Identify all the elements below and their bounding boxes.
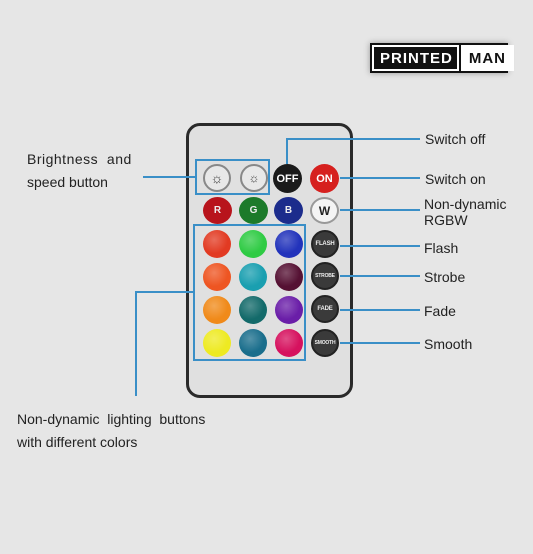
- w-label: W: [318, 203, 331, 218]
- switch-on-leader: [340, 177, 420, 179]
- green-button[interactable]: G: [239, 197, 268, 224]
- switch-off-leader-h: [286, 138, 420, 140]
- flash-leader: [340, 245, 420, 247]
- rgbw-annotation: Non-dynamic RGBW: [424, 195, 506, 229]
- brightness-annotation-line2: speed button: [27, 174, 108, 191]
- rgbw-annotation-line1: Non-dynamic: [424, 196, 507, 212]
- white-button[interactable]: W: [310, 197, 339, 224]
- lighting-annotation: Non-dynamic lighting buttons with differ…: [17, 410, 205, 451]
- b-label: B: [284, 205, 293, 216]
- lighting-leader-v: [135, 291, 137, 396]
- off-button[interactable]: OFF: [273, 164, 302, 193]
- g-label: G: [249, 205, 258, 216]
- fade-label: FADE: [317, 306, 333, 312]
- logo-text-man: MAN: [460, 45, 515, 71]
- brightness-annotation: Brightness and speed button: [27, 150, 132, 191]
- color-button[interactable]: [275, 263, 303, 291]
- red-button[interactable]: R: [203, 197, 232, 224]
- brightness-down-button[interactable]: ☼: [240, 164, 268, 192]
- flash-annotation: Flash: [424, 240, 459, 256]
- fade-annotation: Fade: [424, 303, 456, 319]
- smooth-label: SMOOTH: [314, 340, 336, 346]
- color-button[interactable]: [239, 230, 267, 258]
- smooth-leader: [340, 342, 420, 344]
- switch-off-leader-v: [286, 138, 288, 164]
- lighting-leader-h: [135, 291, 194, 293]
- color-button[interactable]: [275, 230, 303, 258]
- color-button[interactable]: [275, 296, 303, 324]
- on-label: ON: [316, 172, 333, 185]
- off-label: OFF: [276, 172, 299, 185]
- strobe-annotation: Strobe: [424, 269, 466, 285]
- smooth-annotation: Smooth: [424, 336, 473, 352]
- rgbw-leader: [340, 209, 420, 211]
- strobe-leader: [340, 275, 420, 277]
- color-button[interactable]: [239, 329, 267, 357]
- flash-label: FLASH: [315, 241, 335, 247]
- lighting-annotation-line2: with different colors: [17, 434, 138, 451]
- brightness-highlight-box: [195, 159, 270, 195]
- brand-logo: PRINTED MAN: [370, 43, 515, 73]
- fade-leader: [340, 309, 420, 311]
- fade-button[interactable]: FADE: [311, 295, 339, 323]
- rgbw-annotation-line2: RGBW: [424, 212, 468, 229]
- switch-on-annotation: Switch on: [425, 171, 486, 187]
- strobe-label: STROBE: [315, 273, 335, 279]
- logo-text-printed: PRINTED: [372, 45, 459, 71]
- color-grid-highlight-box: [193, 224, 306, 361]
- strobe-button[interactable]: STROBE: [311, 262, 339, 290]
- smooth-button[interactable]: SMOOTH: [311, 329, 339, 357]
- on-button[interactable]: ON: [310, 164, 339, 193]
- brightness-leader: [143, 176, 196, 178]
- color-button[interactable]: [203, 230, 231, 258]
- color-button[interactable]: [239, 296, 267, 324]
- brightness-up-button[interactable]: ☼: [203, 164, 231, 192]
- blue-button[interactable]: B: [274, 197, 303, 224]
- color-button[interactable]: [203, 296, 231, 324]
- color-button[interactable]: [203, 329, 231, 357]
- color-button[interactable]: [239, 263, 267, 291]
- sun-icon: ☼: [210, 170, 224, 186]
- color-button[interactable]: [275, 329, 303, 357]
- lighting-annotation-line1: Non-dynamic lighting buttons: [17, 411, 206, 427]
- flash-button[interactable]: FLASH: [311, 230, 339, 258]
- switch-off-annotation: Switch off: [425, 131, 486, 147]
- sun-icon: ☼: [248, 171, 260, 185]
- brightness-annotation-line1: Brightness and: [27, 151, 132, 167]
- r-label: R: [213, 205, 222, 216]
- color-button[interactable]: [203, 263, 231, 291]
